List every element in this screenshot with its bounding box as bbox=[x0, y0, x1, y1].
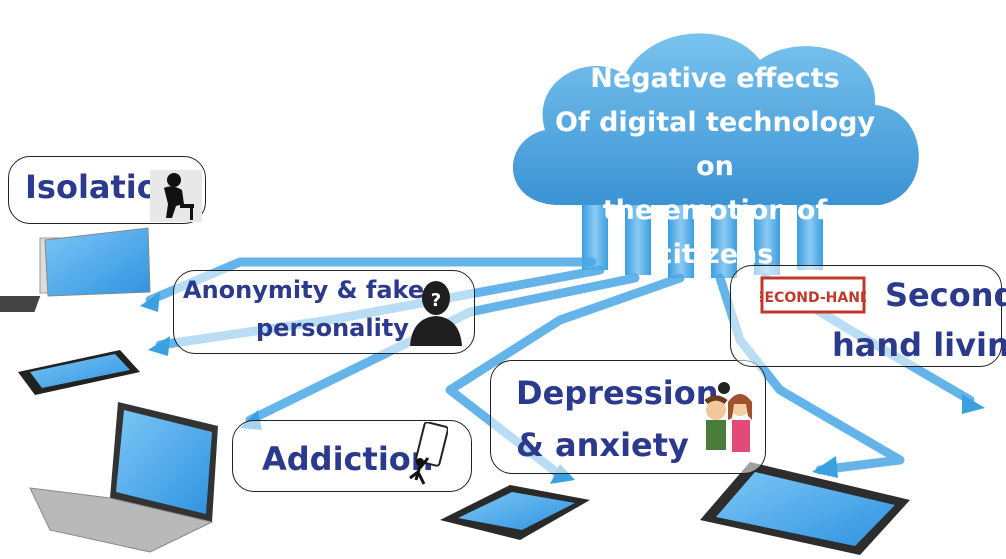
cloud-title: Negative effects Of digital technology o… bbox=[540, 57, 890, 277]
anonymous-person-icon: ? bbox=[410, 281, 462, 346]
depression-label-line2: & anxiety bbox=[516, 426, 689, 464]
phone-device-left bbox=[18, 350, 140, 395]
depression-label-line1: Depression bbox=[516, 374, 719, 412]
second-hand-label-line1: Second bbox=[885, 276, 1006, 314]
cloud-shape bbox=[512, 33, 919, 206]
isolation-person-icon bbox=[150, 170, 202, 222]
laptop-device bbox=[29, 402, 218, 553]
second-hand-label-line2: hand living bbox=[832, 326, 1006, 364]
stressed-people-icon bbox=[704, 382, 752, 452]
question-mark: ? bbox=[431, 290, 441, 311]
anonymity-label-line1: Anonymity & fake bbox=[183, 276, 425, 304]
tablet-device bbox=[700, 462, 910, 555]
cloud-pillars bbox=[582, 190, 823, 278]
addiction-label: Addiction bbox=[262, 440, 434, 478]
second-hand-stamp-icon: SECOND-HAND bbox=[760, 276, 866, 314]
phone-addiction-icon bbox=[409, 422, 448, 485]
cloud-title-line2: Of digital technology on bbox=[555, 107, 875, 182]
cloud-title-line1: Negative effects bbox=[590, 63, 840, 94]
desktop-computer bbox=[0, 227, 151, 312]
anonymity-label-line2: personality bbox=[256, 314, 409, 342]
arrowheads bbox=[140, 292, 985, 484]
cloud-title-line3: the emotion of citizens bbox=[602, 195, 828, 270]
stamp-text: SECOND-HAND bbox=[760, 290, 866, 306]
phone-device-bottom bbox=[440, 485, 590, 540]
